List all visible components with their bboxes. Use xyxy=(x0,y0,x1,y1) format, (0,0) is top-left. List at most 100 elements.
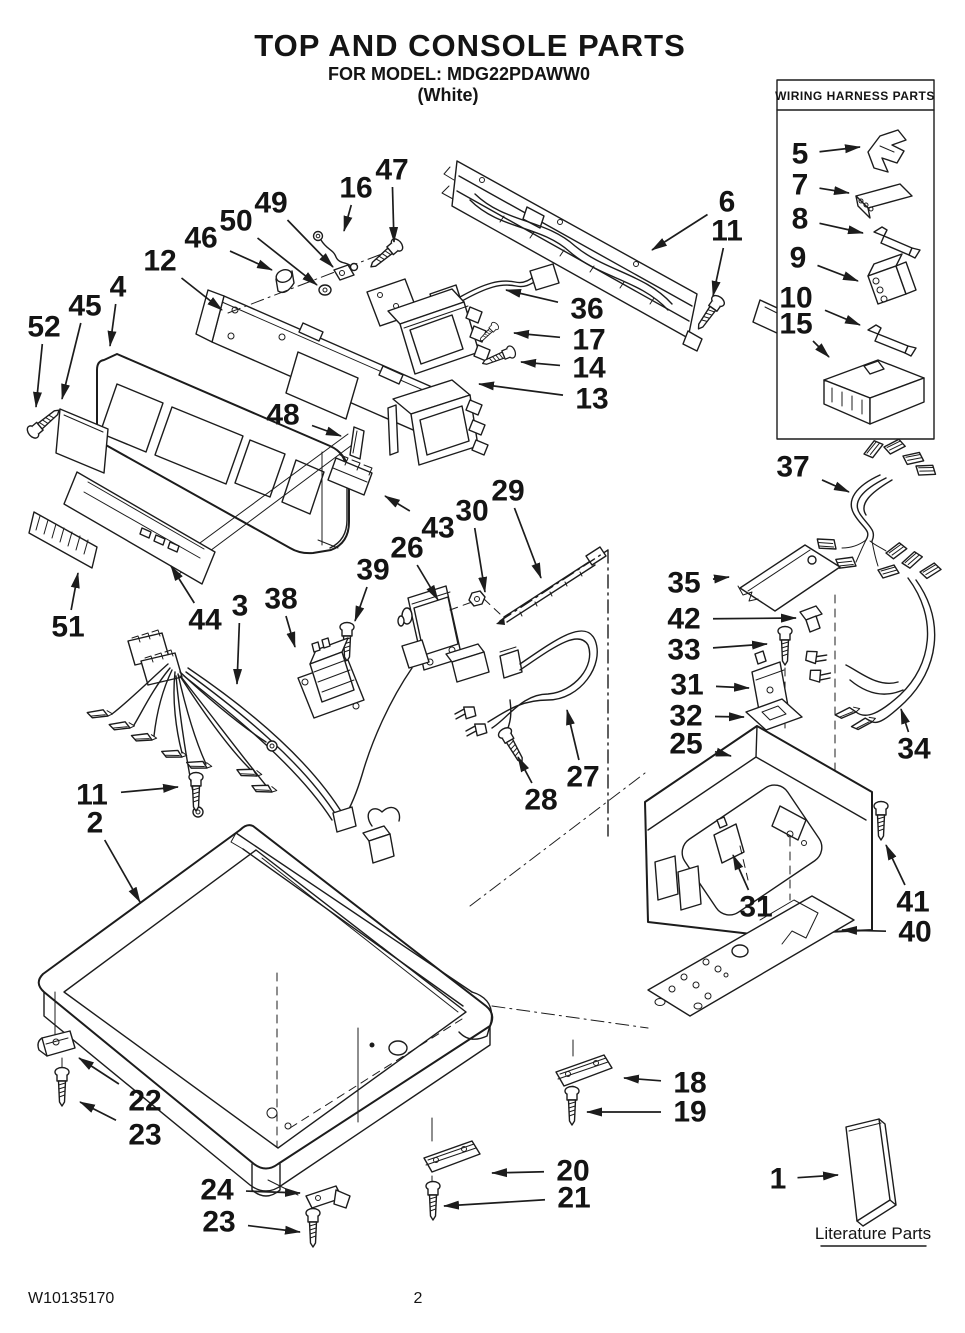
callout-23-main40: 23 xyxy=(202,1206,235,1239)
callout-2-main36: 2 xyxy=(87,807,104,840)
leader-line-20-main43 xyxy=(491,1168,545,1178)
leader-line-25-main31 xyxy=(714,747,732,757)
screw-41 xyxy=(873,800,889,841)
screw-11b xyxy=(188,771,204,812)
callout-40-main46: 40 xyxy=(898,916,931,949)
screw-33 xyxy=(777,625,793,666)
callout-31-main47: 31 xyxy=(739,891,772,924)
callout-20-main43: 20 xyxy=(556,1155,589,1188)
callout-15-hbox5: 15 xyxy=(779,308,812,341)
leader-line-15-hbox5 xyxy=(812,340,830,358)
leader-line-31-main29 xyxy=(715,682,750,692)
leader-line-45-main1 xyxy=(61,322,82,400)
part-small-fasteners-cluster-drawing xyxy=(227,230,406,314)
part-cover-35-drawing xyxy=(737,544,841,789)
part-top-panel-drawing xyxy=(37,824,574,1197)
connector-15-icon xyxy=(823,359,925,425)
callout-51-main24: 51 xyxy=(51,611,84,644)
part-shield-panel-drawing xyxy=(55,408,109,474)
connector-10-icon xyxy=(867,324,917,357)
color-line: (White) xyxy=(418,85,479,105)
leader-line-24-main39 xyxy=(245,1187,301,1197)
phantom-alignment-lines xyxy=(469,772,649,1029)
part-bracket-22-drawing xyxy=(37,1030,76,1057)
leader-line-48-main15 xyxy=(311,424,342,437)
callout-16-main7: 16 xyxy=(339,172,372,205)
leader-line-7-hbox1 xyxy=(819,186,850,196)
callout-26-main19: 26 xyxy=(390,532,423,565)
leader-line-5-hbox0 xyxy=(819,144,861,154)
leader-line-14-main13 xyxy=(520,358,561,368)
callout-19-main42: 19 xyxy=(673,1096,706,1129)
part-console-panel-drawing xyxy=(96,353,357,575)
callout-46-main4: 46 xyxy=(184,222,217,255)
leader-line-9-hbox3 xyxy=(817,264,859,282)
callout-37-main25: 37 xyxy=(776,451,809,484)
callout-27-main33: 27 xyxy=(566,761,599,794)
leader-line-31-main47 xyxy=(732,854,750,891)
leader-line-49-main6 xyxy=(286,219,334,268)
leader-line-13-main14 xyxy=(478,381,564,396)
part-bracket-18-drawing xyxy=(555,1054,613,1087)
leader-line-11-main35 xyxy=(120,783,179,794)
callout-41-main45: 41 xyxy=(896,886,929,919)
leader-line-26-main19 xyxy=(416,564,439,601)
leader-line-46-main4 xyxy=(229,250,273,271)
callout-39-main20: 39 xyxy=(356,554,389,587)
callout-30-main17: 30 xyxy=(455,495,488,528)
part-main-harness-drawing xyxy=(85,629,490,864)
callout-44-main23: 44 xyxy=(188,604,222,637)
callout-11-main10: 11 xyxy=(711,215,743,248)
screw-19 xyxy=(564,1085,580,1126)
connector-7-icon xyxy=(855,183,913,219)
harness-box-title: WIRING HARNESS PARTS xyxy=(775,89,935,103)
callout-1-main48: 1 xyxy=(770,1163,787,1196)
leader-line-33-main28 xyxy=(712,640,768,650)
leader-line-4-main2 xyxy=(107,303,117,347)
callout-14-main13: 14 xyxy=(572,352,606,385)
part-terminal-block-43-drawing xyxy=(327,454,373,496)
callout-22-main37: 22 xyxy=(128,1085,161,1118)
callout-3-main22: 3 xyxy=(232,590,249,623)
leader-line-21-main44 xyxy=(443,1198,546,1210)
callout-17-main12: 17 xyxy=(572,324,605,357)
part-strip-48-drawing xyxy=(349,426,365,460)
callout-49-main6: 49 xyxy=(254,187,287,220)
literature-parts-label: Literature Parts xyxy=(815,1224,931,1243)
leader-line-8-hbox2 xyxy=(819,222,864,235)
leader-line-43-main16 xyxy=(384,495,411,512)
part-transformer-drawing xyxy=(297,637,365,719)
part-end-box-25-drawing xyxy=(644,725,873,936)
part-template-40-drawing xyxy=(647,895,855,1017)
page-number: 2 xyxy=(414,1290,423,1307)
callout-34-main32: 34 xyxy=(897,733,931,766)
part-bracket-20-drawing xyxy=(423,1140,481,1173)
model-line: FOR MODEL: MDG22PDAWW0 xyxy=(328,64,590,84)
callout-29-main18: 29 xyxy=(491,475,524,508)
part-insert-strip-drawing xyxy=(28,511,98,569)
leader-line-18-main41 xyxy=(623,1074,662,1084)
callout-32-main30: 32 xyxy=(669,700,702,733)
leader-line-6-main9 xyxy=(651,213,708,251)
callout-52-main0: 52 xyxy=(27,311,60,344)
screw-23a xyxy=(54,1066,70,1107)
part-harness-37-drawing xyxy=(813,437,939,579)
part-harness-34-drawing xyxy=(804,548,944,732)
callout-24-main39: 24 xyxy=(200,1174,234,1207)
leader-line-28-main34 xyxy=(517,756,533,784)
screw-28 xyxy=(495,724,529,767)
leader-line-2-main36 xyxy=(103,839,141,903)
literature-parts-block: Literature Parts xyxy=(815,1118,931,1247)
callout-38-main21: 38 xyxy=(264,583,297,616)
callout-47-main8: 47 xyxy=(375,154,408,187)
callout-48-main15: 48 xyxy=(266,399,299,432)
callout-8-hbox2: 8 xyxy=(792,203,809,236)
leader-line-17-main12 xyxy=(513,329,561,339)
leader-line-12-main3 xyxy=(180,277,223,311)
leader-line-30-main17 xyxy=(473,527,488,593)
callout-12-main3: 12 xyxy=(143,245,176,278)
callout-13-main14: 13 xyxy=(575,383,608,416)
callout-45-main1: 45 xyxy=(68,290,101,323)
